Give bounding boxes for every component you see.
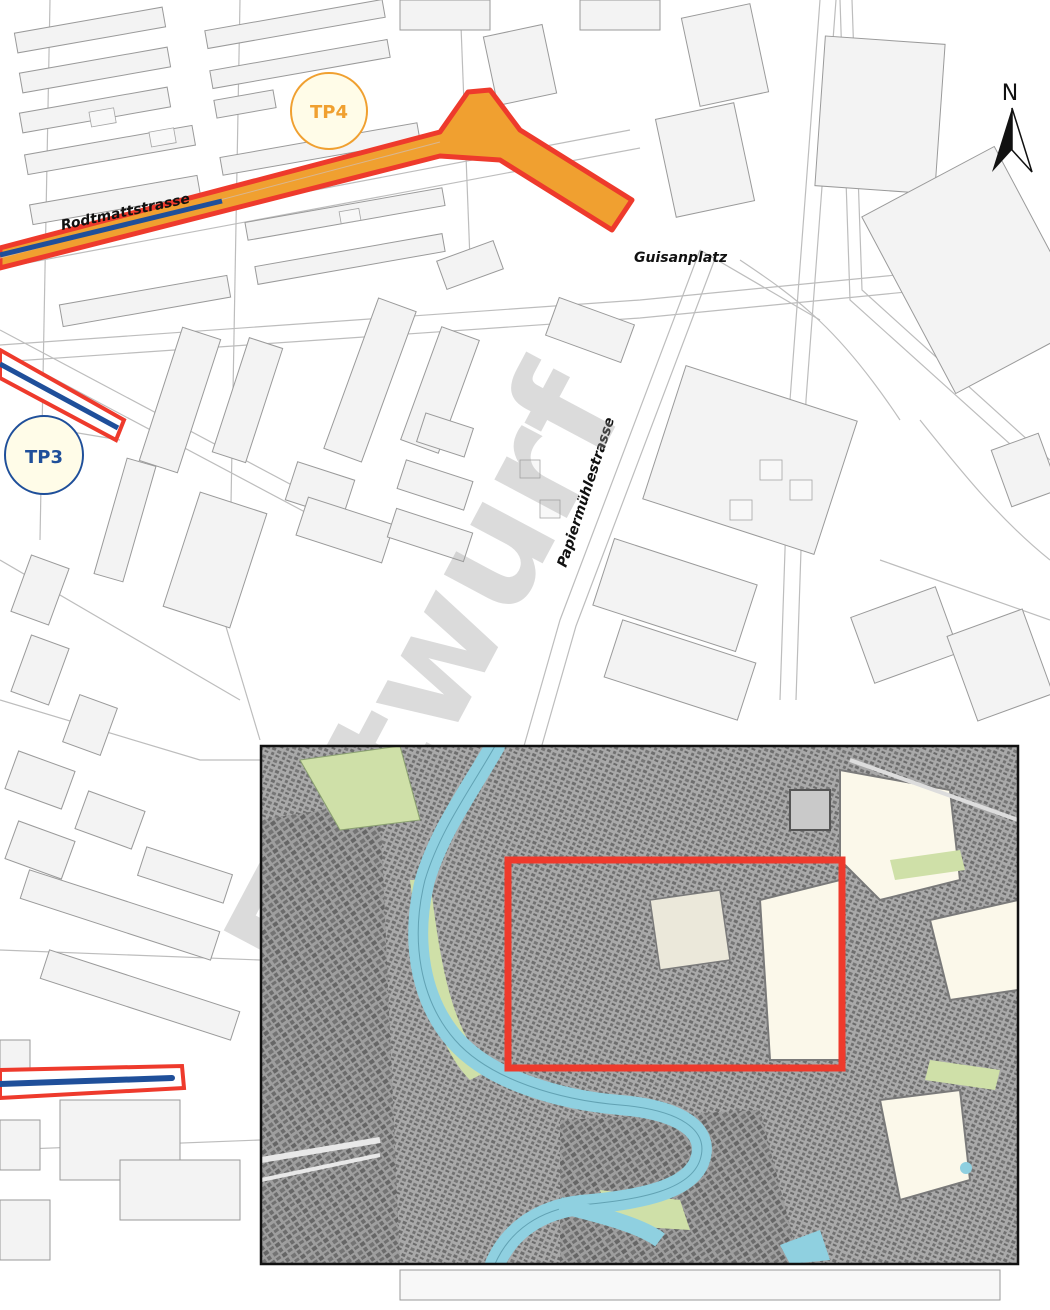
inset-extent-frame [504, 856, 846, 1072]
north-arrow: N [992, 81, 1033, 173]
tp4-section-area[interactable] [0, 87, 635, 271]
tp4-blue-segment [0, 198, 223, 258]
overview-inset[interactable] [259, 744, 1020, 1266]
tp3-label[interactable]: TP3 [4, 415, 84, 495]
tp3-route-upper[interactable] [0, 347, 127, 443]
north-arrow-label: N [1002, 81, 1018, 106]
north-arrow-icon [992, 108, 1012, 172]
tp4-label-text: TP4 [310, 102, 348, 123]
street-label-guisanplatz: Guisanplatz [634, 250, 728, 266]
small-buildings [88, 107, 813, 521]
tp3-label-text: TP3 [25, 447, 63, 468]
tp3-route-lower[interactable] [0, 1063, 187, 1101]
tp4-label[interactable]: TP4 [290, 72, 368, 150]
tp4-route [0, 87, 635, 271]
